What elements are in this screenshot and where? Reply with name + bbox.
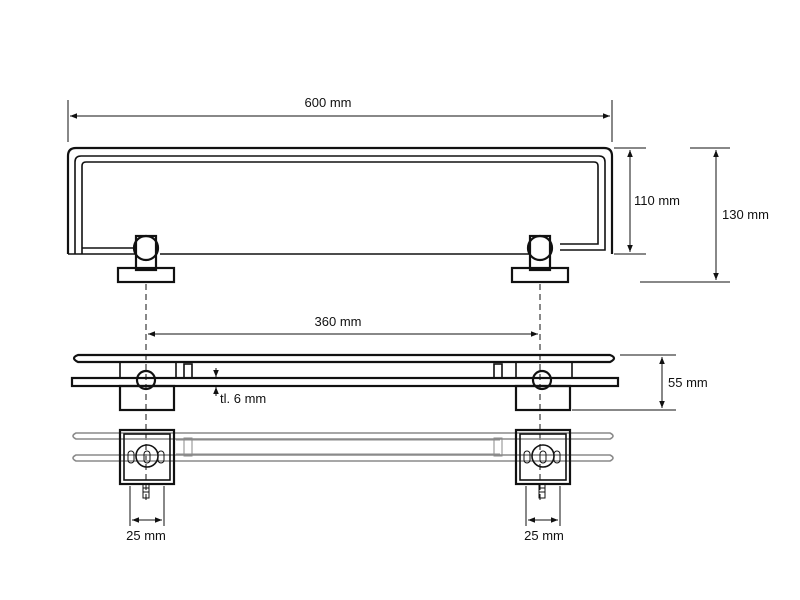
- width-dimension-label: 600 mm: [305, 95, 352, 110]
- side-height-label: 110 mm: [634, 193, 680, 208]
- hidden-stop-right: [493, 437, 503, 457]
- hidden-rail-upper: [72, 432, 614, 440]
- right-offset-label: 25 mm: [524, 528, 564, 543]
- rail-frame-inner-2: [81, 161, 599, 254]
- right-bracket-knob: [526, 234, 554, 262]
- rail-frame-inner: [74, 155, 606, 254]
- right-plate-hole: [531, 444, 555, 468]
- right-slot-2-icon: [539, 450, 547, 464]
- left-offset-label: 25 mm: [126, 528, 166, 543]
- left-wall-plate-inner: [123, 433, 171, 481]
- left-bracket-arm: [119, 361, 177, 379]
- right-bracket-arm: [515, 361, 573, 379]
- left-slot-3-icon: [157, 450, 165, 464]
- left-wall-plate-top: [118, 384, 176, 412]
- left-bracket-knob: [132, 234, 160, 262]
- left-screw-icon: [142, 483, 150, 499]
- left-bracket-post: [134, 234, 158, 272]
- hidden-rail-lower: [72, 454, 614, 462]
- hidden-stop-left: [183, 437, 193, 457]
- glass-shelf: [70, 376, 620, 388]
- right-screw-icon: [538, 483, 546, 499]
- right-slot-3-icon: [553, 450, 561, 464]
- rail-frame-outer: [66, 146, 614, 254]
- right-bracket-clamp: [531, 369, 553, 391]
- upper-rail: [72, 353, 616, 364]
- right-wall-plate-inner: [519, 433, 567, 481]
- left-slot-2-icon: [143, 450, 151, 464]
- right-slot-1-icon: [523, 450, 531, 464]
- glass-thickness-label: tl. 6 mm: [220, 391, 266, 406]
- front-view: 600 mm 110 mm 130 mm: [66, 95, 769, 284]
- left-plate-hole: [135, 444, 159, 468]
- fixing-distance-label: 360 mm: [315, 314, 362, 329]
- right-bracket-base: [510, 266, 570, 284]
- top-view: tl. 6 mm 55 mm: [70, 353, 708, 412]
- wall-view: 25 mm 25 mm: [72, 428, 614, 543]
- overall-height-label: 130 mm: [722, 207, 769, 222]
- right-stop: [493, 363, 503, 379]
- left-stop: [183, 363, 193, 379]
- left-bracket-clamp: [135, 369, 157, 391]
- left-slot-1-icon: [127, 450, 135, 464]
- left-bracket-base: [116, 266, 176, 284]
- depth-label: 55 mm: [668, 375, 708, 390]
- right-bracket-post: [528, 234, 552, 272]
- right-wall-plate-top: [514, 384, 572, 412]
